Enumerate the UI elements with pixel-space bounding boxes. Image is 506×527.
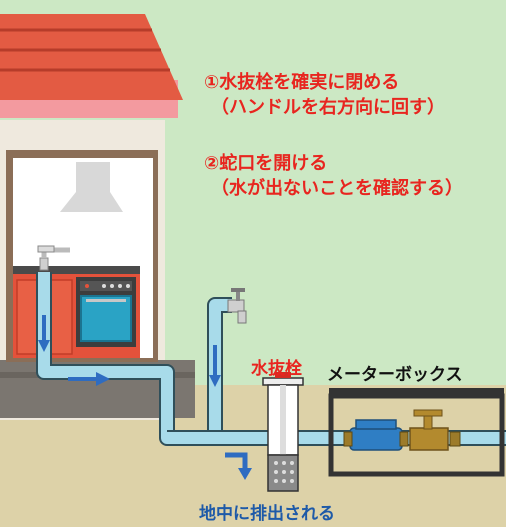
instruction-2-line1: ②蛇口を開ける [204, 153, 328, 174]
instruction-2-line2: （水が出ないことを確認する） [211, 178, 463, 199]
outdoor-faucet-icon [227, 288, 247, 324]
instruction-1-line1: ①水抜栓を確実に閉める [204, 72, 400, 93]
water-meter-icon [343, 409, 461, 451]
drain-valve-icon [262, 372, 304, 492]
instruction-1-line2: （ハンドルを右方向に回す） [211, 97, 445, 118]
roof [0, 14, 183, 100]
flow-arrow-icon [38, 315, 252, 480]
meter-box [328, 388, 505, 477]
range-hood [60, 162, 123, 212]
drain-valve-label: 水抜栓 [251, 359, 302, 379]
drain-underground-label: 地中に排出される [199, 504, 335, 524]
counter-top [13, 266, 140, 274]
kitchen-faucet-icon [37, 245, 70, 271]
meter-box-label: メーターボックス [327, 365, 463, 385]
